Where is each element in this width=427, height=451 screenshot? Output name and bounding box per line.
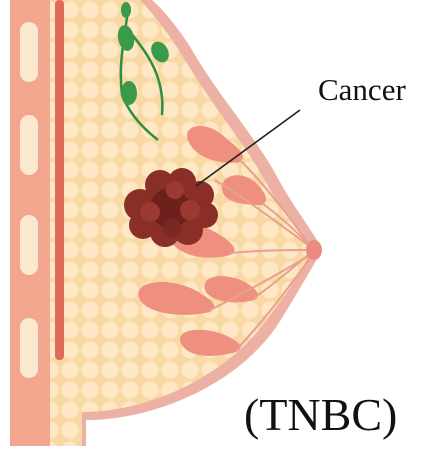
rib bbox=[20, 215, 38, 275]
rib bbox=[20, 22, 38, 82]
muscle-line bbox=[55, 0, 64, 360]
cancer-label: Cancer bbox=[318, 72, 406, 108]
subtype-label: (TNBC) bbox=[244, 388, 397, 441]
nipple bbox=[306, 240, 322, 260]
rib bbox=[20, 318, 38, 378]
rib bbox=[20, 115, 38, 175]
